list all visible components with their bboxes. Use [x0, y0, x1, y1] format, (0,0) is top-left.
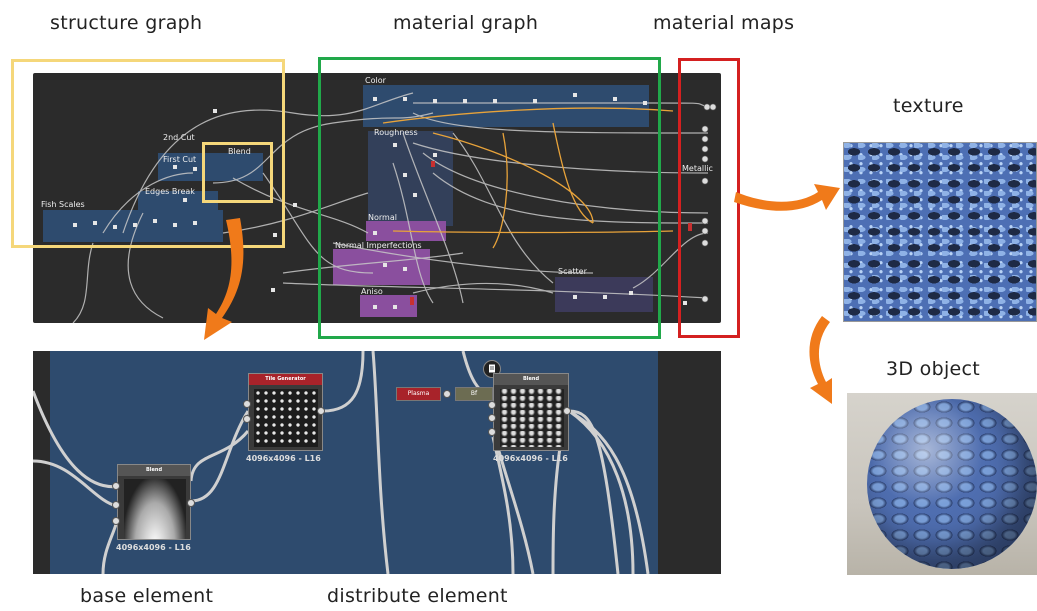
blend-node-right-thumb: [500, 389, 564, 447]
port-tile-in-2[interactable]: [243, 415, 251, 423]
arrow-texture-to-3d: [809, 316, 832, 404]
tile-generator-res: 4096x4096 - L16: [246, 454, 321, 463]
label-first-cut: First Cut: [163, 155, 197, 164]
port-blend-out[interactable]: [563, 407, 571, 415]
caption-structure-graph: structure graph: [50, 12, 203, 34]
label-color: Color: [365, 76, 386, 85]
label-normal: Normal: [368, 213, 397, 222]
port-in-2[interactable]: [112, 501, 120, 509]
blend-node-right-title: Blend: [494, 374, 568, 385]
label-scatter: Scatter: [558, 267, 587, 276]
label-2nd-cut: 2nd Cut: [163, 133, 195, 142]
caption-3d-object: 3D object: [886, 358, 981, 380]
bf-node[interactable]: Bf: [455, 387, 493, 401]
port-tile-out[interactable]: [317, 407, 325, 415]
label-normal-imperfections: Normal Imperfections: [335, 241, 422, 250]
3d-object-image: [847, 393, 1037, 575]
caption-base-element: base element: [80, 585, 214, 607]
caption-texture: texture: [893, 95, 964, 117]
tile-generator-title: Tile Generator: [249, 374, 322, 385]
caption-material-graph: material graph: [393, 12, 539, 34]
port-blend-in-3[interactable]: [488, 428, 496, 436]
blend-node-right-res: 4096x4096 - L16: [493, 454, 568, 463]
label-fish-scales: Fish Scales: [41, 200, 85, 209]
caption-material-maps: material maps: [653, 12, 795, 34]
label-roughness: Roughness: [374, 128, 418, 137]
normal-imperfections-frame: [333, 249, 430, 285]
blend-node-left-title: Blend: [118, 465, 190, 476]
port-in-1[interactable]: [112, 482, 120, 490]
sphere: [867, 399, 1037, 569]
label-edges-break: Edges Break: [145, 187, 195, 196]
roughness-frame: [368, 131, 453, 226]
blend-node-left-res: 4096x4096 - L16: [116, 543, 191, 552]
port-tile-in-1[interactable]: [243, 400, 251, 408]
blend-node-left-thumb: [124, 479, 186, 539]
port-plasma-out[interactable]: [443, 390, 451, 398]
zoom-wires: [33, 351, 650, 574]
label-metallic: Metallic: [682, 164, 713, 173]
port-in-3[interactable]: [112, 517, 120, 525]
label-aniso: Aniso: [361, 287, 383, 296]
caption-distribute-element: distribute element: [327, 585, 508, 607]
label-blend: Blend: [228, 147, 251, 156]
plasma-node[interactable]: Plasma: [396, 387, 441, 401]
tile-generator-thumb: [254, 389, 318, 447]
blend-node-right[interactable]: Blend: [493, 373, 569, 451]
aniso-frame: [360, 295, 417, 317]
arrow-maps-to-texture: [734, 184, 840, 211]
edges-frame: [138, 191, 218, 213]
node-graph-zoom: Blend 4096x4096 - L16 Tile Generator 409…: [33, 351, 721, 574]
blend-highlight-box: [202, 142, 273, 203]
material-maps-box: [678, 58, 740, 338]
material-graph-box: [318, 57, 661, 339]
graph-wires: [72, 92, 717, 323]
blend-node-left[interactable]: Blend: [117, 464, 191, 540]
structure-graph-box: [11, 59, 285, 248]
port-out-1[interactable]: [187, 499, 195, 507]
tile-generator-node[interactable]: Tile Generator: [248, 373, 323, 451]
port-blend-in-1[interactable]: [488, 401, 496, 409]
texture-image: [843, 142, 1037, 322]
node-graph-overview: Color Roughness Normal Normal Imperfecti…: [11, 57, 740, 339]
port-blend-in-2[interactable]: [488, 414, 496, 422]
